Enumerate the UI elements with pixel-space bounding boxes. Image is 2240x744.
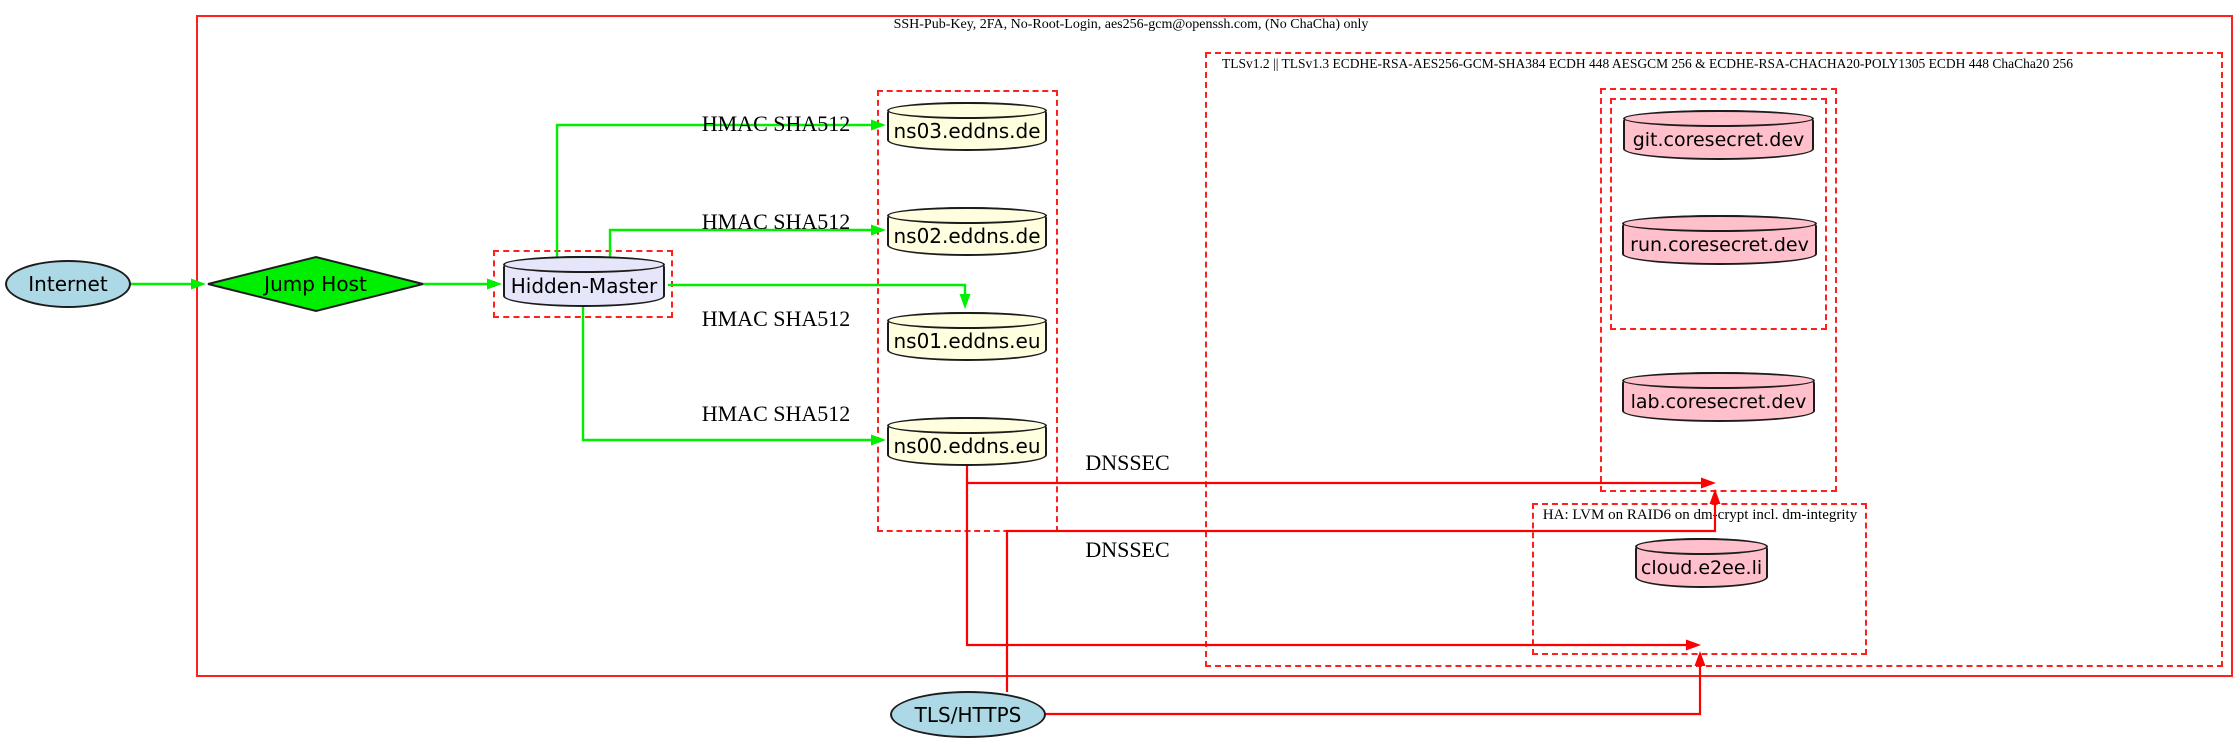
node-git-coresecret: git.coresecret.dev: [1623, 110, 1814, 160]
edge-label-hmac-2: HMAC SHA512: [701, 209, 851, 234]
edge-label-dnssec-1: DNSSEC: [1085, 450, 1170, 475]
arrowhead: [487, 278, 502, 290]
node-ns00-label: ns00.eddns.eu: [893, 434, 1041, 458]
node-tls-https-label: TLS/HTTPS: [914, 702, 1022, 727]
arrowhead: [871, 119, 886, 131]
edge-hm-ns03: [555, 123, 871, 261]
arrowhead: [191, 278, 206, 290]
node-git-label: git.coresecret.dev: [1632, 128, 1805, 151]
cluster-ssh-label: SSH-Pub-Key, 2FA, No-Root-Login, aes256-…: [893, 17, 1369, 32]
edge-ns00-coresecret-dnssec: [965, 465, 1701, 485]
node-lab-coresecret: lab.coresecret.dev: [1622, 372, 1815, 422]
cluster-ha-label: HA: LVM on RAID6 on dm-crypt incl. dm-in…: [1542, 507, 1858, 523]
node-jump-host-label: Jump Host: [264, 272, 367, 296]
arrowhead: [1694, 651, 1706, 666]
edge-label-hmac-3: HMAC SHA512: [701, 306, 851, 331]
node-ns01: ns01.eddns.eu: [887, 312, 1047, 361]
node-ns02-label: ns02.eddns.de: [893, 224, 1041, 248]
arrowhead: [871, 224, 886, 236]
cluster-tls-label: TLSv1.2 || TLSv1.3 ECDHE-RSA-AES256-GCM-…: [1222, 56, 2073, 71]
cluster-coresecret-outer: [1600, 88, 1837, 492]
edge-hm-ns01: [668, 283, 967, 295]
edge-ns00-ha-dnssec: [965, 483, 1686, 647]
node-run-coresecret: run.coresecret.dev: [1622, 215, 1817, 265]
arrowhead: [1701, 477, 1716, 489]
node-cloud-e2ee: cloud.e2ee.li: [1635, 538, 1768, 588]
cluster-coresecret-inner: [1610, 98, 1827, 330]
node-ns00: ns00.eddns.eu: [887, 417, 1047, 466]
edge-hm-ns02: [608, 228, 871, 261]
node-internet: Internet: [5, 260, 131, 308]
node-ns02: ns02.eddns.de: [887, 207, 1047, 256]
node-jump-host-diamond: [207, 255, 424, 313]
edge-label-dnssec-2: DNSSEC: [1085, 537, 1170, 562]
arrowhead: [871, 434, 886, 446]
arrowhead: [1709, 489, 1721, 504]
node-ns01-label: ns01.eddns.eu: [893, 329, 1041, 353]
edge-label-hmac-1: HMAC SHA512: [701, 111, 851, 136]
arrowhead: [959, 294, 971, 309]
node-hidden-master: Hidden-Master: [503, 256, 665, 307]
node-internet-label: Internet: [28, 272, 108, 296]
cluster-ssh-outer: [196, 15, 2233, 677]
edge-tlshttps-coresecret: [1005, 503, 1717, 692]
node-cloud-label: cloud.e2ee.li: [1640, 556, 1763, 579]
node-tls-https: TLS/HTTPS: [890, 691, 1046, 738]
edge-label-hmac-4: HMAC SHA512: [701, 401, 851, 426]
node-ns03-label: ns03.eddns.de: [893, 119, 1041, 143]
node-lab-label: lab.coresecret.dev: [1630, 390, 1807, 413]
node-hidden-master-label: Hidden-Master: [510, 274, 658, 298]
node-ns03: ns03.eddns.de: [887, 102, 1047, 151]
edge-tlshttps-ha: [1045, 665, 1702, 716]
edge-hm-ns00: [581, 305, 871, 442]
cluster-tls: [1205, 52, 2223, 667]
arrowhead: [1686, 639, 1701, 651]
node-run-label: run.coresecret.dev: [1630, 233, 1809, 256]
